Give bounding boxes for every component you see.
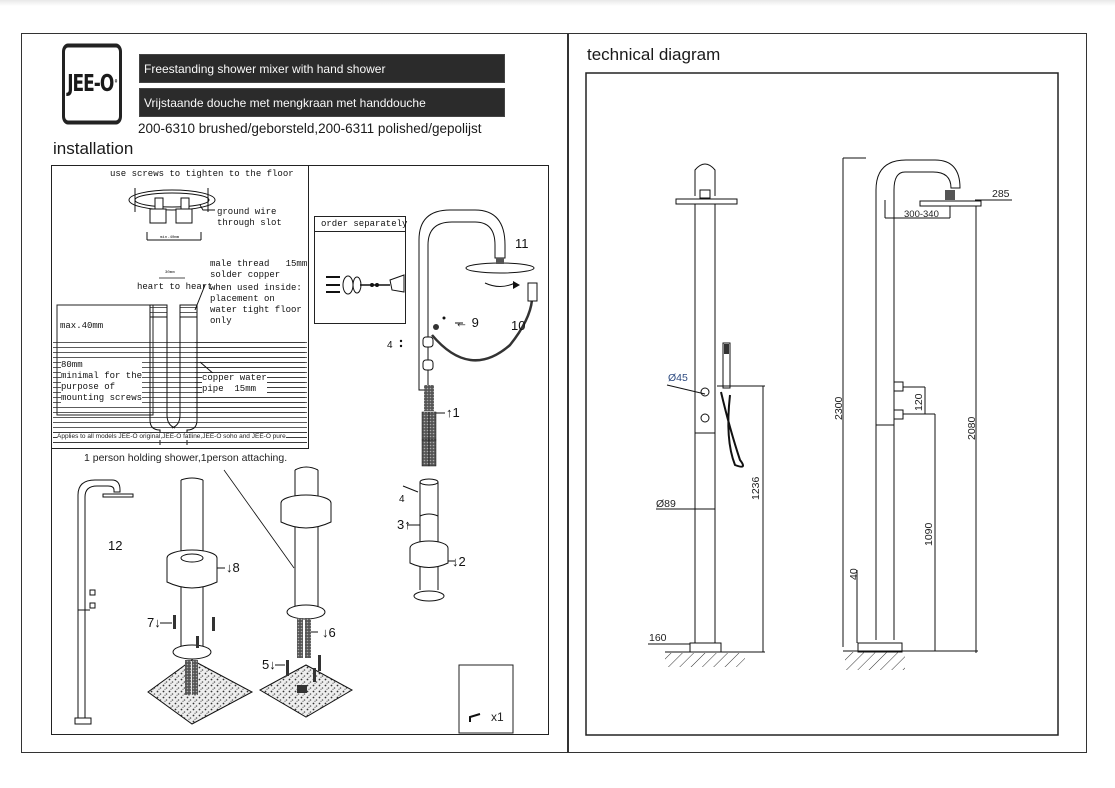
- part-label-11: 11: [515, 236, 529, 251]
- mounting-step-1-drawing: [147, 477, 254, 725]
- wall-holder-drawing: [326, 274, 405, 295]
- shower-exploded-drawing: [399, 209, 538, 602]
- dim-valve-diameter: Ø45: [668, 372, 688, 384]
- brand-logo: JEE-O°: [62, 43, 122, 125]
- model-numbers: 200-6310 brushed/geborsteld,200-6311 pol…: [138, 121, 482, 136]
- spacing-label: 30mm: [165, 271, 175, 275]
- assembly-note: 1 person holding shower,1person attachin…: [84, 452, 288, 464]
- shower-side-drawing: [74, 479, 134, 725]
- min-depth-note: 80mm minimal for the purpose of mounting…: [61, 360, 143, 404]
- part-label-2: ↓2: [452, 554, 466, 569]
- dim-base-width: 160: [649, 632, 667, 644]
- part-label-10: 10: [511, 318, 526, 333]
- allen-key-icon: [469, 713, 481, 722]
- part-label-6: ↓6: [322, 625, 336, 640]
- side-view-drawing: [842, 157, 1012, 670]
- part-label-7: 7↓: [147, 615, 161, 630]
- mounting-step-2-drawing: [223, 466, 354, 718]
- part-label-8: ↓8: [226, 560, 240, 575]
- dim-handshower-height: 1236: [750, 476, 762, 500]
- part-label-5: 5↓: [262, 657, 276, 672]
- dim-pipe-diameter: Ø89: [656, 498, 676, 510]
- title-english: Freestanding shower mixer with hand show…: [139, 54, 505, 83]
- dim-valve-height: 1090: [923, 522, 935, 546]
- brand-logo-mark: °: [114, 78, 117, 90]
- title-dutch: Vrijstaande douche met mengkraan met han…: [139, 88, 505, 117]
- dim-valve-spacing: 120: [913, 393, 925, 411]
- brand-logo-text: JEE-O: [67, 70, 114, 98]
- part-label-1: ↑1: [446, 405, 460, 420]
- copper-pipe-label: copper water pipe 15mm: [202, 373, 267, 395]
- front-view-drawing: [648, 163, 765, 667]
- part-label-3: 3↑: [397, 517, 411, 532]
- floor-detail-panel: [51, 165, 309, 449]
- order-separately-label: order separately: [315, 217, 407, 232]
- inside-placement-note: when used inside: placement on water tig…: [210, 283, 302, 326]
- dim-total-height: 2300: [833, 396, 845, 420]
- tool-box: [458, 664, 514, 734]
- tool-quantity: x1: [491, 710, 504, 724]
- part-label-4-lower: 4: [399, 494, 405, 505]
- page-top-edge: [0, 0, 1115, 6]
- max-depth-label: max.40mm: [60, 321, 104, 331]
- dim-reach: 300-340: [904, 209, 939, 220]
- dim-head-diameter: 285: [992, 188, 1010, 200]
- floor-flange: [128, 188, 216, 241]
- technical-panel: [585, 72, 1059, 736]
- male-thread-label: male thread 15mm solder copper: [210, 259, 308, 280]
- min-width-label: min.40mm: [160, 236, 180, 240]
- heart-to-heart-label: heart to heart: [137, 282, 213, 292]
- order-separately-box: order separately: [314, 216, 407, 324]
- part-label-4-upper: 4: [387, 340, 393, 351]
- page-frame: [21, 33, 1087, 753]
- column-divider: [567, 33, 569, 753]
- dim-base-height: 40: [848, 568, 860, 580]
- screws-note: use screws to tighten to the floor: [110, 169, 294, 179]
- ground-wire-note: ground wire through slot: [217, 207, 282, 228]
- applies-note: Applies to all models JEE-O original,JEE…: [57, 433, 286, 440]
- part-label-12: 12: [108, 538, 123, 553]
- technical-diagram-heading: technical diagram: [587, 45, 721, 64]
- dim-head-height: 2080: [966, 416, 978, 440]
- part-label-9: ← 9: [455, 315, 479, 330]
- installation-heading: installation: [53, 139, 134, 158]
